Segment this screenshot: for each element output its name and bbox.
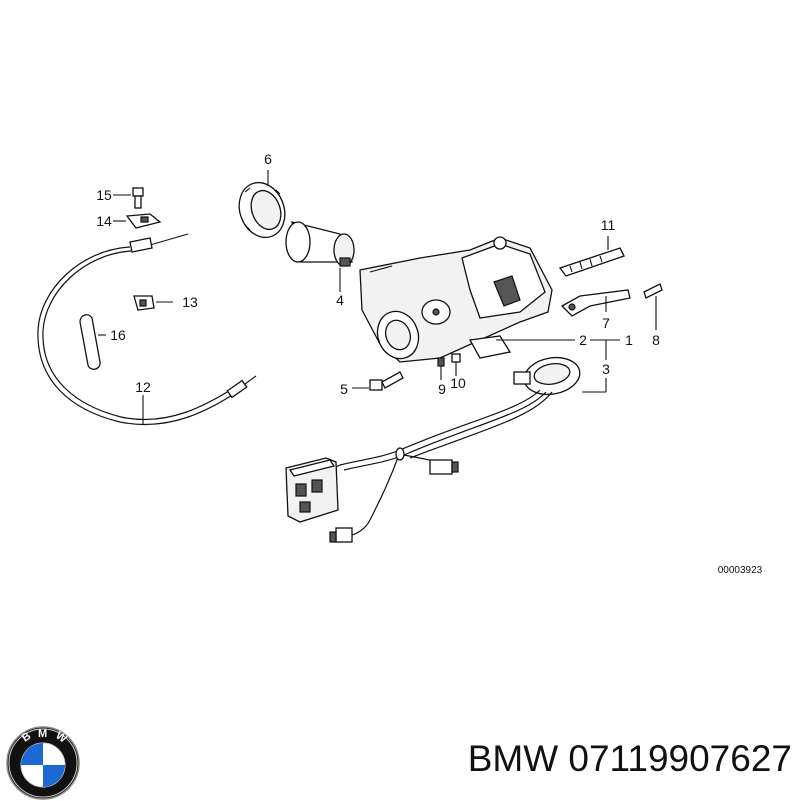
callout-7: 7 bbox=[602, 315, 610, 331]
callout-6: 6 bbox=[264, 151, 272, 167]
callout-15: 15 bbox=[96, 187, 112, 203]
part-14-clip bbox=[113, 213, 162, 229]
callout-10: 10 bbox=[450, 375, 466, 391]
bmw-logo: B M W bbox=[6, 726, 80, 800]
callout-13: 13 bbox=[182, 294, 198, 310]
callout-4: 4 bbox=[336, 292, 344, 308]
callout-16: 16 bbox=[110, 327, 126, 343]
callout-9: 9 bbox=[438, 381, 446, 397]
part-7-plate bbox=[560, 289, 631, 317]
callout-5: 5 bbox=[340, 381, 348, 397]
ignition-housing bbox=[238, 170, 553, 363]
part-13-clip bbox=[133, 295, 173, 311]
callout-11: 11 bbox=[601, 217, 616, 233]
part-8-screw bbox=[643, 283, 663, 330]
callout-3: 3 bbox=[602, 361, 610, 377]
part-3-switch bbox=[513, 356, 581, 396]
part-5-screw bbox=[352, 371, 404, 391]
logo-letter-m: M bbox=[38, 728, 47, 740]
part-16-sleeve bbox=[79, 314, 106, 370]
callout-12: 12 bbox=[135, 379, 151, 395]
part-number-caption: BMW 07119907627 bbox=[467, 738, 792, 779]
callout-2: 2 bbox=[579, 332, 587, 348]
cable-assembly bbox=[37, 233, 257, 426]
callout-1: 1 bbox=[625, 332, 633, 348]
wiring-harness bbox=[285, 389, 553, 543]
leaders-1-2-3 bbox=[496, 339, 620, 393]
parts-9-10 bbox=[437, 353, 461, 380]
callout-8: 8 bbox=[652, 332, 660, 348]
reference-number: 00003923 bbox=[718, 565, 763, 576]
part-11-pin bbox=[558, 236, 625, 277]
part-15-bolt bbox=[113, 187, 144, 209]
callout-14: 14 bbox=[96, 213, 112, 229]
